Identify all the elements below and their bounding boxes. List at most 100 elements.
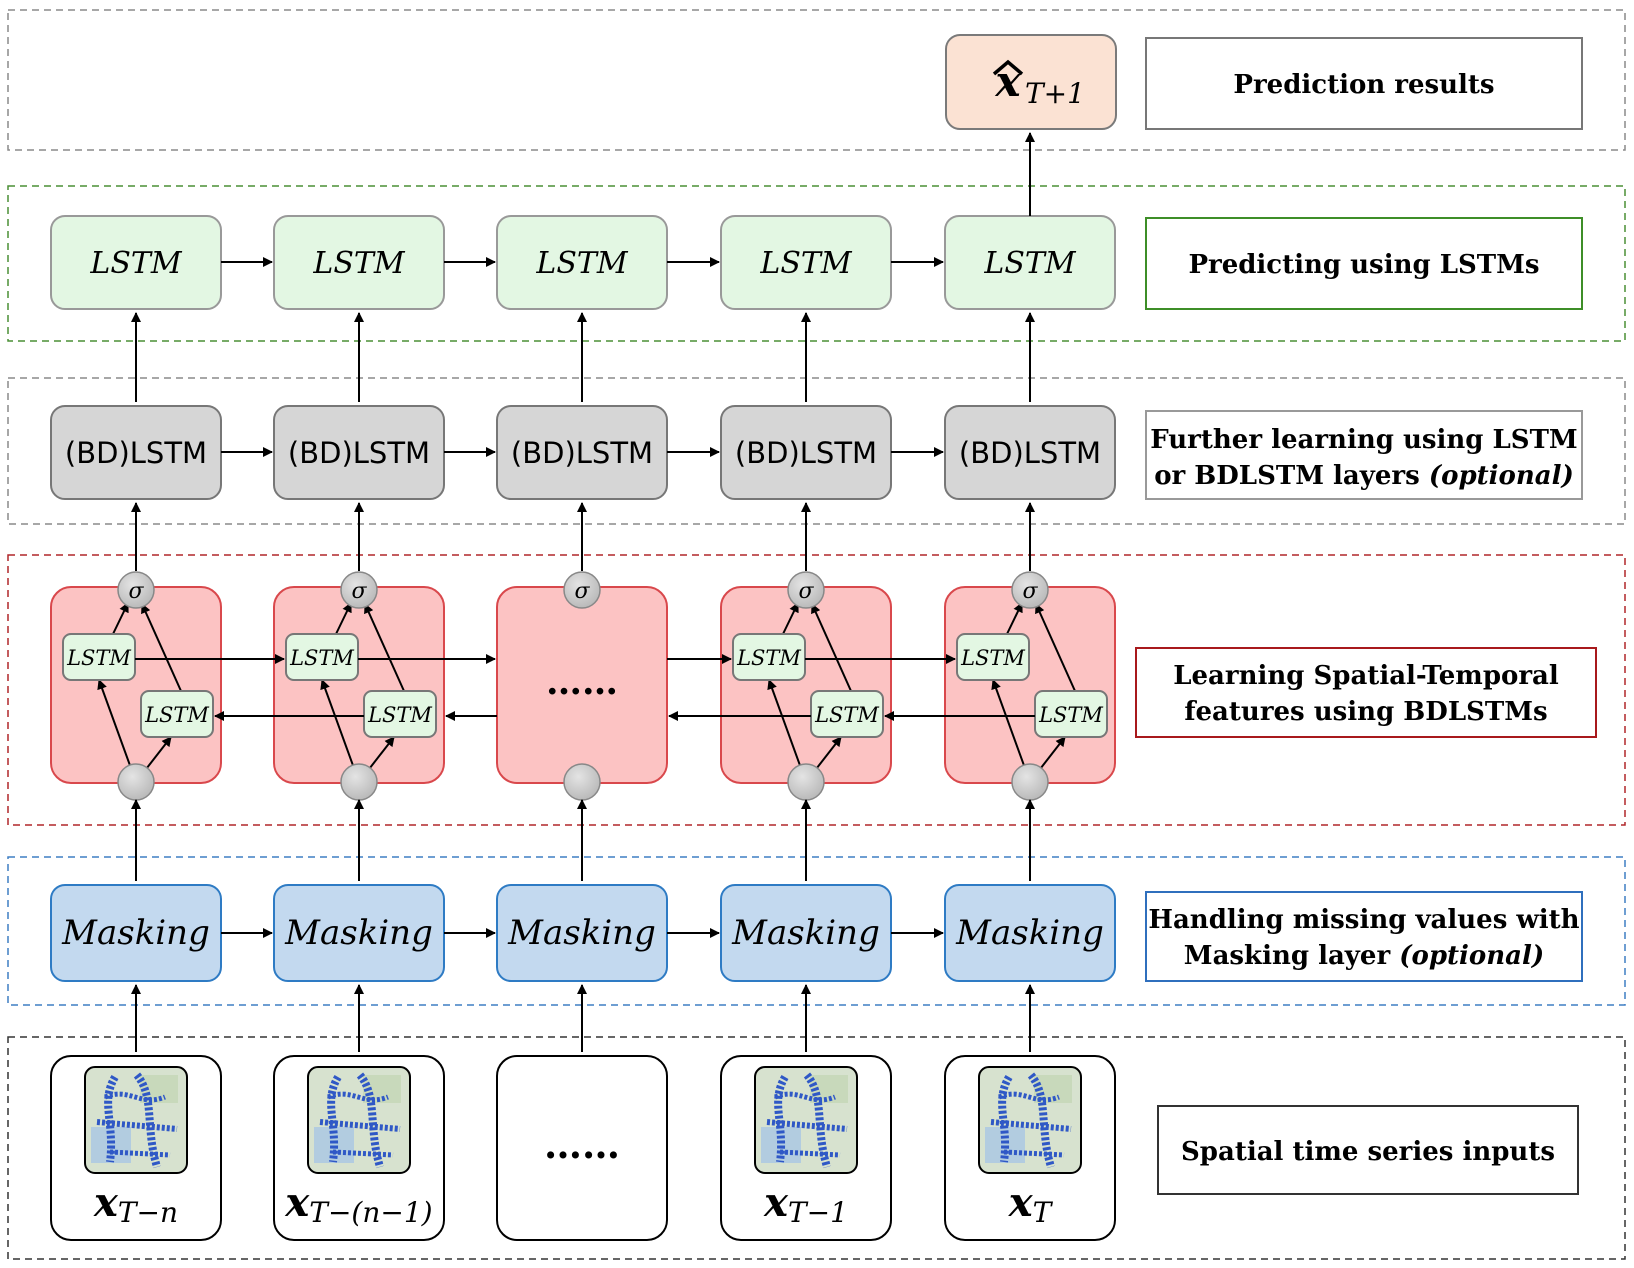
input-label: xT−(n−1) (284, 1179, 432, 1229)
map-thumbnail (84, 1066, 188, 1174)
input-layer-frame (7, 1036, 1626, 1260)
label-spatial-temporal: Learning Spatial-Temporal features using… (1135, 647, 1597, 738)
sigma-label: σ (574, 579, 590, 604)
bdlstm-ellipsis: …… (546, 661, 618, 703)
timestep-column: xT Masking LSTM LSTM σ (BD)LSTM LSTM (944, 215, 1116, 1241)
input-merge-node (340, 763, 378, 801)
output-node: x T+1 (945, 34, 1117, 130)
forward-lstm-label: LSTM (736, 646, 801, 670)
bdlstm-block (720, 586, 892, 784)
timestep-columns: xT−nMaskingLSTMLSTMσ(BD)LSTMLSTMxT−(n−1)… (50, 132, 1116, 1241)
sigma-node (563, 571, 601, 609)
bdlstm-optional-label: (BD)LSTM (65, 436, 207, 470)
map-thumbnail (978, 1066, 1082, 1174)
sigma-label: σ (128, 579, 144, 604)
forward-lstm-cell (956, 633, 1030, 681)
masking-label: Masking (731, 913, 880, 953)
timestep-column: xT−1 Masking LSTM LSTM σ (BD)LSTM LSTM (720, 215, 892, 1241)
backward-lstm-label: LSTM (814, 703, 879, 727)
lstm-label: LSTM (983, 246, 1076, 281)
label-predicting-lstms: Predicting using LSTMs (1145, 217, 1583, 310)
label-further-learning: Further learning using LSTM or BDLSTM la… (1145, 410, 1583, 500)
masking-layer-frame (7, 856, 1626, 1006)
forward-lstm-label: LSTM (289, 646, 354, 670)
bdlstm-layer-frame (7, 554, 1626, 826)
sigma-node (787, 571, 825, 609)
sigma-label: σ (1022, 579, 1038, 604)
sigma-node (340, 571, 378, 609)
forward-lstm-label: LSTM (66, 646, 131, 670)
bdlstm-optional-label: (BD)LSTM (511, 436, 653, 470)
output-layer-frame (7, 9, 1626, 151)
backward-lstm-cell (1034, 690, 1108, 738)
arrow-backward-to-sigma (364, 603, 405, 692)
lstm-label: LSTM (89, 246, 182, 281)
forward-lstm-cell (62, 633, 136, 681)
label-masking-line1: Handling missing values with (1148, 905, 1579, 935)
lstm-label: LSTM (312, 246, 405, 281)
arrow-backward-to-sigma (1035, 603, 1076, 692)
arrow-forward-to-sigma (782, 602, 799, 635)
input-merge-node (117, 763, 155, 801)
sigma-node (117, 571, 155, 609)
bdlstm-optional-label: (BD)LSTM (735, 436, 877, 470)
label-predicting-lstms-text: Predicting using LSTMs (1188, 250, 1539, 280)
lstm-label: LSTM (535, 246, 628, 281)
label-masking-line2: Masking layer (optional) (1184, 941, 1544, 971)
input-frame (496, 1055, 668, 1241)
input-merge-node (1011, 763, 1049, 801)
label-spatial-inputs-text: Spatial time series inputs (1181, 1137, 1555, 1167)
bdlstm-block (50, 586, 222, 784)
arrow-backward-to-sigma (811, 603, 852, 692)
sigma-label: σ (798, 579, 814, 604)
bdlstm-optional-layer-frame (7, 377, 1626, 525)
label-spatial-inputs: Spatial time series inputs (1157, 1105, 1579, 1195)
sigma-label: σ (351, 579, 367, 604)
map-thumbnail (307, 1066, 411, 1174)
backward-lstm-cell (140, 690, 214, 738)
lstm-layer-frame (7, 185, 1626, 342)
label-prediction-results: Prediction results (1145, 37, 1583, 130)
timestep-column: …… Masking …… σ (BD)LSTM LSTM (496, 215, 668, 1241)
input-label: xT (1008, 1179, 1054, 1229)
output-subscript: T+1 (1025, 77, 1085, 110)
bdlstm-block (273, 586, 445, 784)
backward-lstm-label: LSTM (367, 703, 432, 727)
timestep-column: xT−(n−1) Masking LSTM LSTM σ (BD)LSTM LSTM (273, 215, 445, 1241)
lstm-label: LSTM (759, 246, 852, 281)
masking-node (944, 884, 1116, 982)
sigma-node (1011, 571, 1049, 609)
backward-lstm-cell (363, 690, 437, 738)
map-thumbnail (754, 1066, 858, 1174)
masking-label: Masking (955, 913, 1104, 953)
bdlstm-optional-label: (BD)LSTM (959, 436, 1101, 470)
label-spatial-line2: features using BDLSTMs (1184, 697, 1547, 727)
masking-label: Masking (507, 913, 656, 953)
input-label: xT−1 (763, 1179, 848, 1229)
masking-label: Masking (61, 913, 210, 953)
masking-label: Masking (284, 913, 433, 953)
input-merge-node (563, 763, 601, 801)
backward-lstm-label: LSTM (1038, 703, 1103, 727)
label-further-line2: or BDLSTM layers (optional) (1154, 461, 1574, 491)
bdlstm-optional-node (944, 405, 1116, 500)
backward-lstm-label: LSTM (144, 703, 209, 727)
forward-lstm-cell (732, 633, 806, 681)
arrow-forward-to-sigma (335, 602, 352, 635)
input-merge-node (787, 763, 825, 801)
label-masking: Handling missing values with Masking lay… (1145, 891, 1583, 982)
label-prediction-results-text: Prediction results (1233, 70, 1494, 100)
backward-lstm-cell (810, 690, 884, 738)
input-label: xT−n (93, 1179, 178, 1229)
forward-lstm-cell (285, 633, 359, 681)
timestep-column: xT−n Masking LSTM LSTM σ (BD)LSTM LSTM (50, 215, 222, 1241)
forward-lstm-label: LSTM (960, 646, 1025, 670)
label-spatial-line1: Learning Spatial-Temporal (1173, 661, 1559, 691)
bdlstm-optional-label: (BD)LSTM (288, 436, 430, 470)
bdlstm-block (944, 586, 1116, 784)
label-further-line1: Further learning using LSTM (1150, 425, 1577, 455)
arrow-forward-to-sigma (112, 602, 129, 635)
input-ellipsis: …… (544, 1122, 620, 1167)
hat-icon (992, 59, 1024, 76)
